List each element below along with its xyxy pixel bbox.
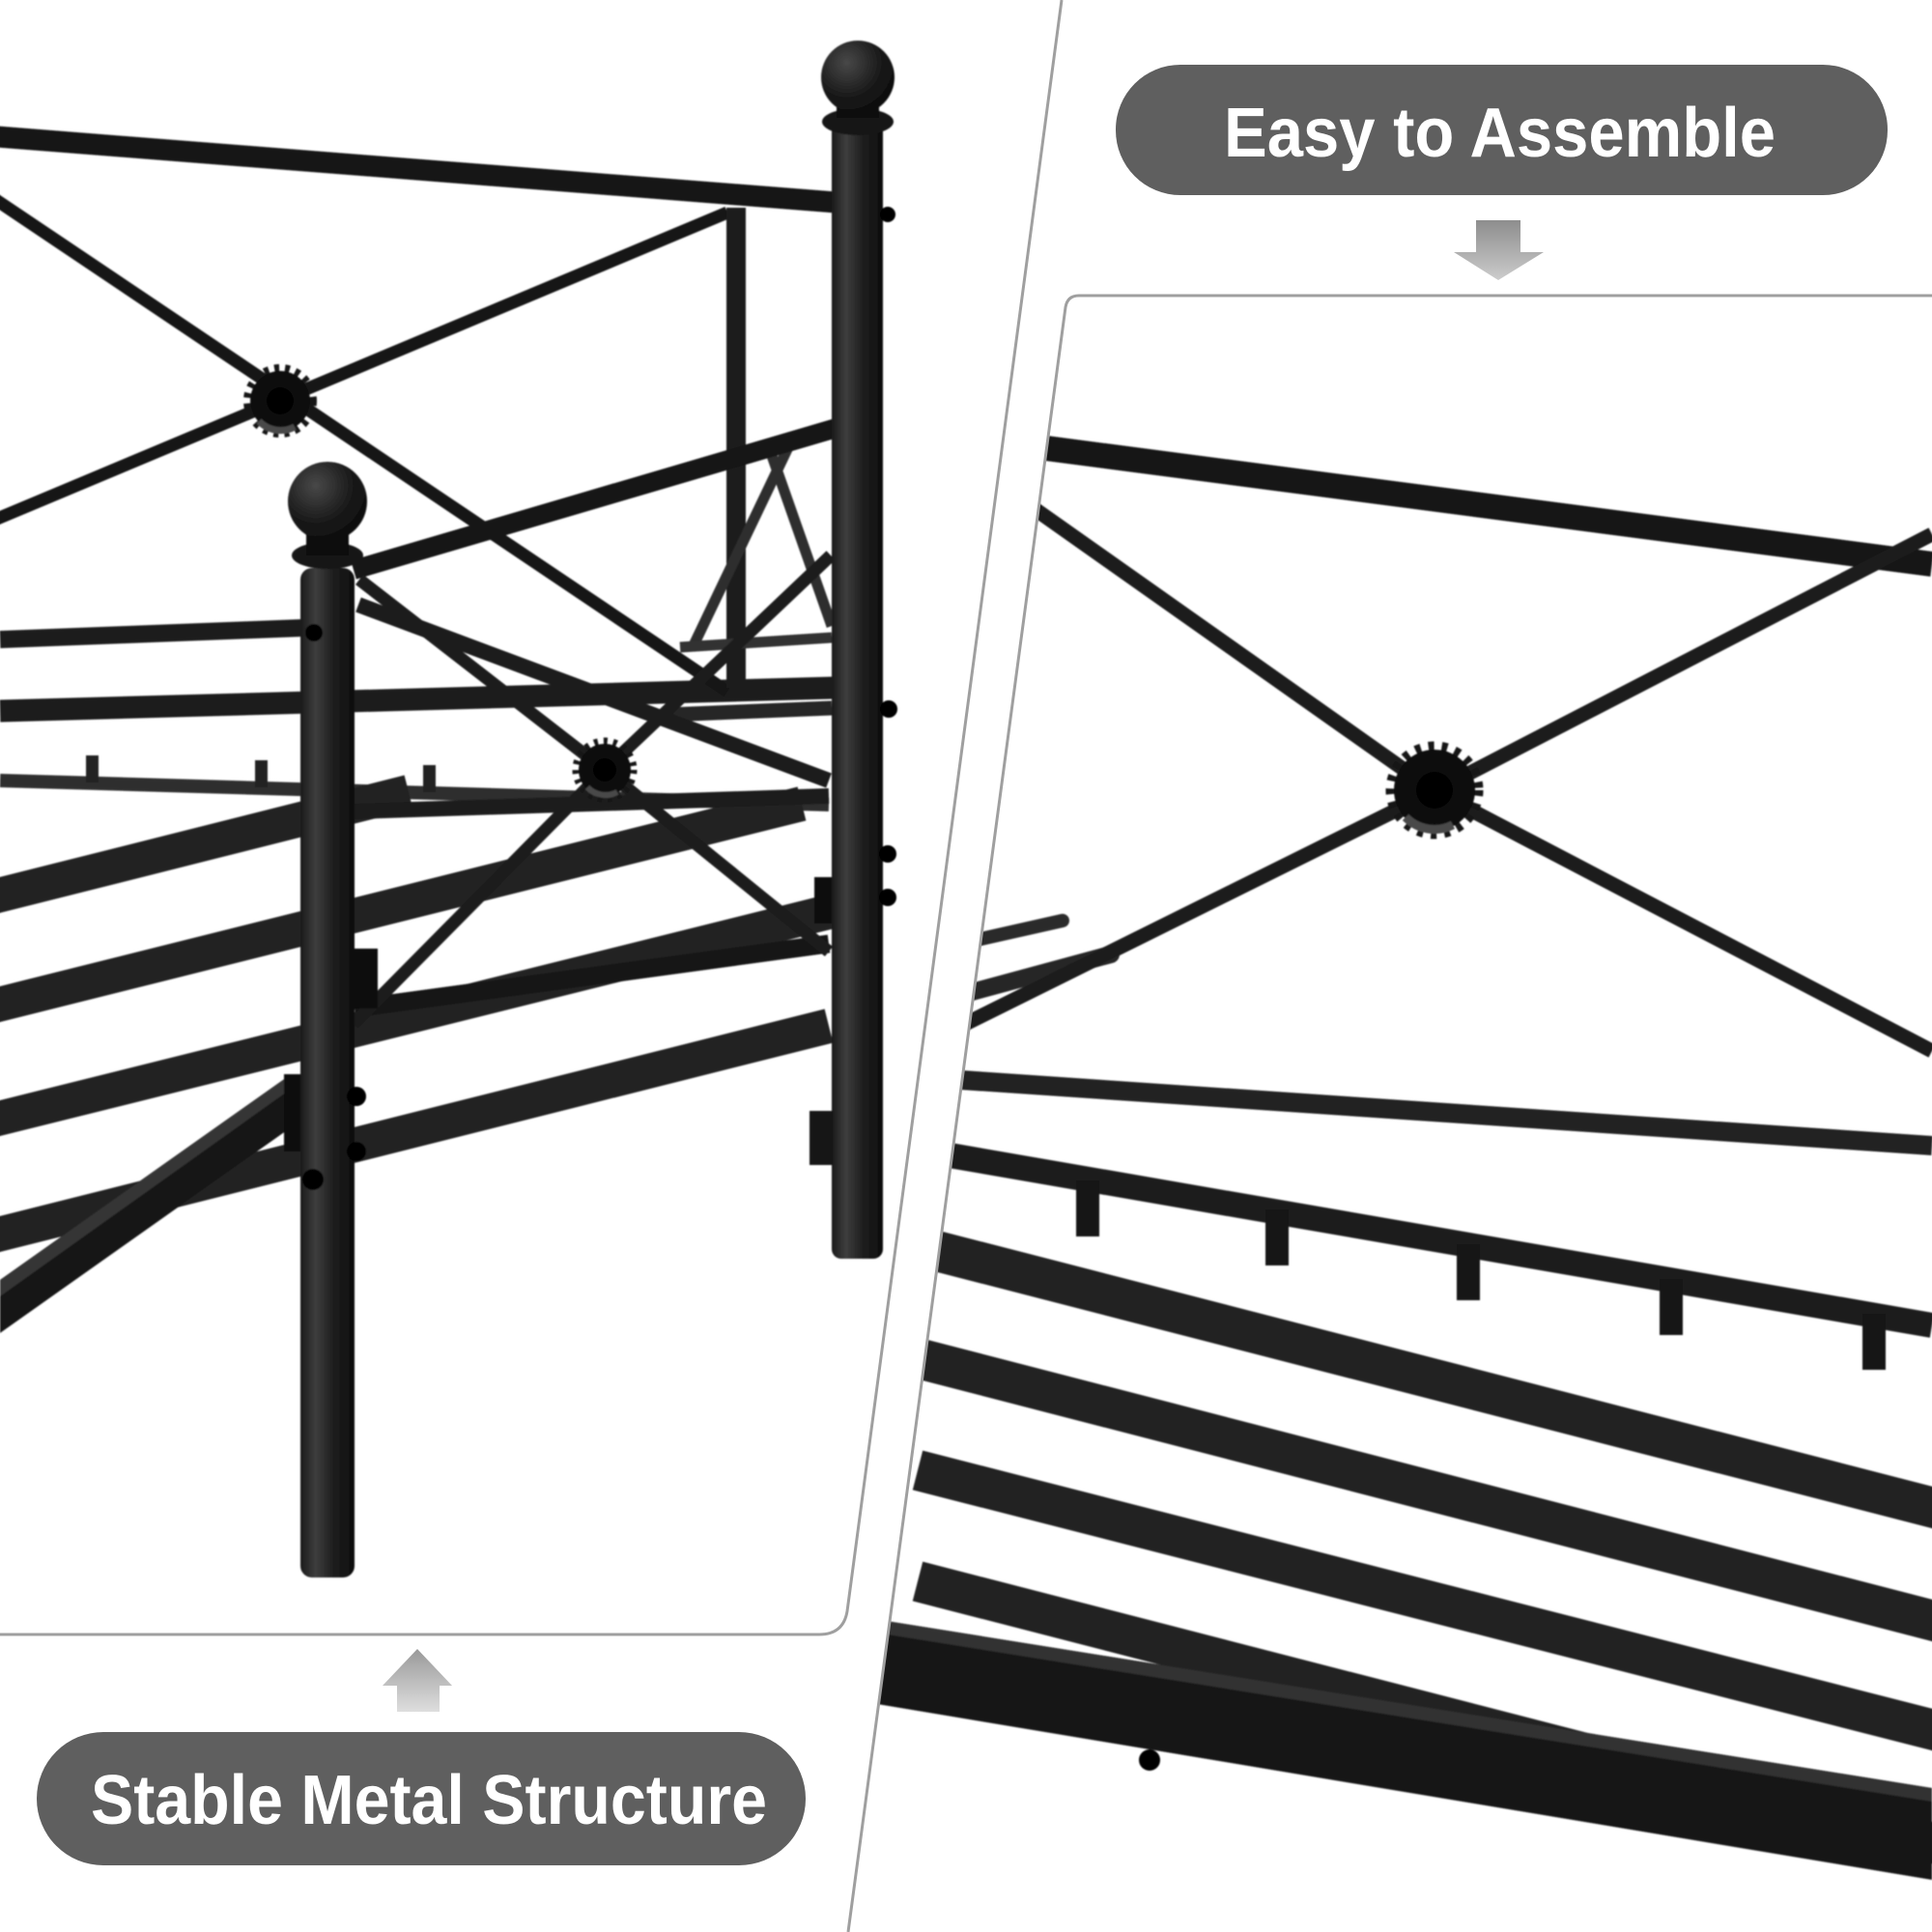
svg-text:Stable Metal Structure: Stable Metal Structure	[91, 1762, 767, 1839]
svg-text:Easy to Assemble: Easy to Assemble	[1224, 95, 1776, 172]
